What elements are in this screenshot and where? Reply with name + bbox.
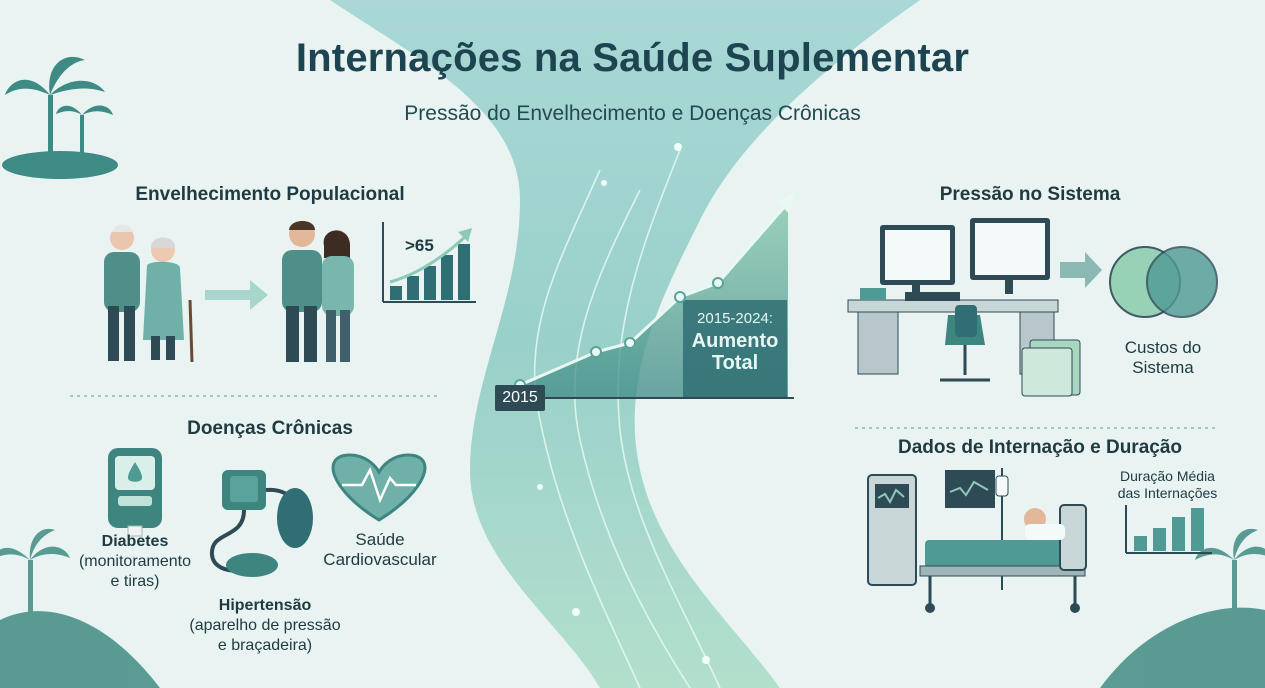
cardio-line-1: Saúde [355, 530, 405, 549]
hypertension-label: Hipertensão (aparelho de pressão e braça… [180, 596, 350, 656]
diabetes-detail-2: e tiras) [110, 573, 160, 590]
duration-label: Duração Média das Internações [1105, 468, 1230, 502]
cardio-line-2: Cardiovascular [323, 550, 437, 569]
diabetes-title: Diabetes [101, 533, 169, 550]
page-title: Internações na Saúde Suplementar [295, 36, 970, 80]
duration-line-2: das Internações [1117, 485, 1218, 501]
chronic-heading: Doenças Crônicas [187, 418, 353, 439]
over-65-mini-chart [382, 222, 476, 303]
costs-line-1: Custos do [1124, 338, 1202, 357]
over-65-label: >65 [405, 236, 434, 255]
cardio-label: Saúde Cardiovascular [315, 530, 445, 570]
total-line-2: Total [711, 352, 759, 374]
adult-couple-icon [282, 221, 354, 362]
total-line-1: Aumento [691, 330, 779, 352]
period-label: 2015-2024: [697, 310, 773, 327]
diabetes-label: Diabetes (monitoramento e tiras) [70, 532, 200, 592]
total-increase-label: Aumento Total [683, 330, 787, 374]
blood-pressure-cuff-icon [209, 470, 313, 577]
costs-line-2: Sistema [1132, 358, 1194, 377]
system-heading: Pressão no Sistema [939, 184, 1121, 205]
hypertension-detail-2: e braçadeira) [217, 637, 313, 654]
elderly-couple-icon [104, 224, 194, 363]
aging-heading: Envelhecimento Populacional [135, 184, 405, 205]
hypertension-detail-1: (aparelho de pressão [189, 617, 341, 634]
diabetes-detail-1: (monitoramento [78, 553, 192, 570]
costs-label: Custos do Sistema [1100, 338, 1226, 378]
growth-chart [495, 192, 794, 411]
heart-cardiovascular-icon [331, 453, 427, 522]
start-year-label: 2015 [502, 389, 538, 406]
office-workstation-icon [847, 218, 1081, 397]
duration-mini-chart [1125, 505, 1212, 554]
page-subtitle: Pressão do Envelhecimento e Doenças Crôn… [404, 102, 861, 125]
duration-line-1: Duração Média [1120, 468, 1215, 484]
hospital-bed-icon [867, 468, 1087, 613]
glucose-meter-icon [108, 448, 162, 537]
costs-venn-icon [1109, 246, 1218, 318]
hypertension-title: Hipertensão [218, 597, 312, 614]
hospital-heading: Dados de Internação e Duração [897, 437, 1183, 458]
